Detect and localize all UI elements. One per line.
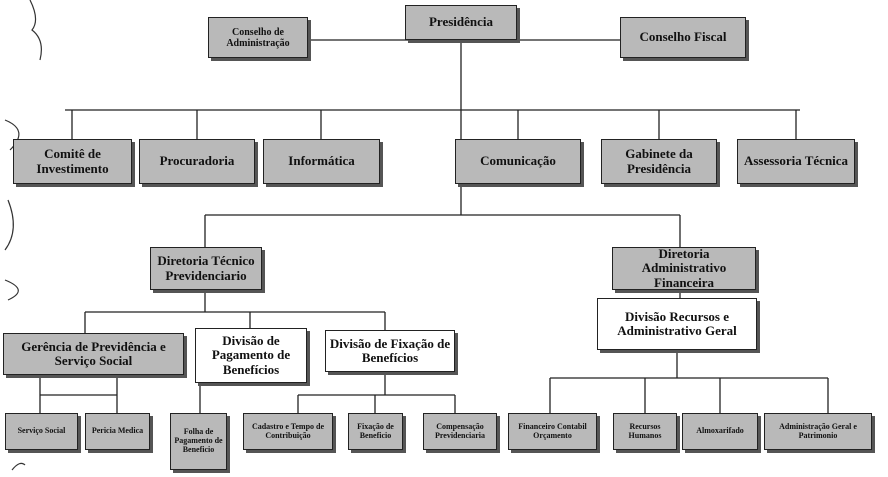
leaf-financeiro: Financeiro Contabil Orçamento	[508, 413, 597, 450]
leaf-administracao-geral: Administração Geral e Patrimonio	[764, 413, 872, 450]
divisao-fixacao-box: Divisão de Fixação de Benefícios	[325, 330, 455, 372]
leaf-pericia-medica: Pericia Medica	[85, 413, 150, 450]
leaf-servico-social: Serviço Social	[5, 413, 78, 450]
presidencia-box: Presidência	[405, 5, 517, 40]
conselho-administracao-box: Conselho de Administração	[208, 17, 308, 58]
gabinete-presidencia-box: Gabinete da Presidência	[601, 139, 717, 184]
comite-investimento-box: Comitê de Investimento	[13, 139, 132, 184]
diretoria-administrativo-box: Diretoria Administrativo Financeira	[612, 246, 756, 290]
leaf-fixacao-beneficio: Fixação de Beneficio	[348, 413, 403, 450]
leaf-recursos-humanos: Recursos Humanos	[613, 413, 677, 450]
comunicacao-box: Comunicação	[455, 139, 581, 184]
divisao-pagamento-box: Divisão de Pagamento de Benefícios	[195, 328, 307, 383]
handwritten-signature-marks	[4, 0, 42, 471]
leaf-almoxarifado: Almoxarifado	[682, 413, 758, 450]
divisao-recursos-box: Divisão Recursos e Administrativo Geral	[597, 298, 757, 350]
leaf-compensacao: Compensação Previdenciaria	[423, 413, 497, 450]
conselho-fiscal-box: Conselho Fiscal	[620, 17, 746, 58]
informatica-box: Informática	[263, 139, 380, 184]
assessoria-tecnica-box: Assessoria Técnica	[737, 139, 855, 184]
procuradoria-box: Procuradoria	[139, 139, 255, 184]
leaf-cadastro-tempo: Cadastro e Tempo de Contribuição	[243, 413, 333, 450]
leaf-folha-pagamento: Folha de Pagamento de Beneficio	[170, 413, 227, 470]
gerencia-previdencia-box: Gerência de Previdência e Serviço Social	[3, 333, 184, 375]
diretoria-tecnico-box: Diretoria Técnico Previdenciario	[150, 247, 262, 290]
